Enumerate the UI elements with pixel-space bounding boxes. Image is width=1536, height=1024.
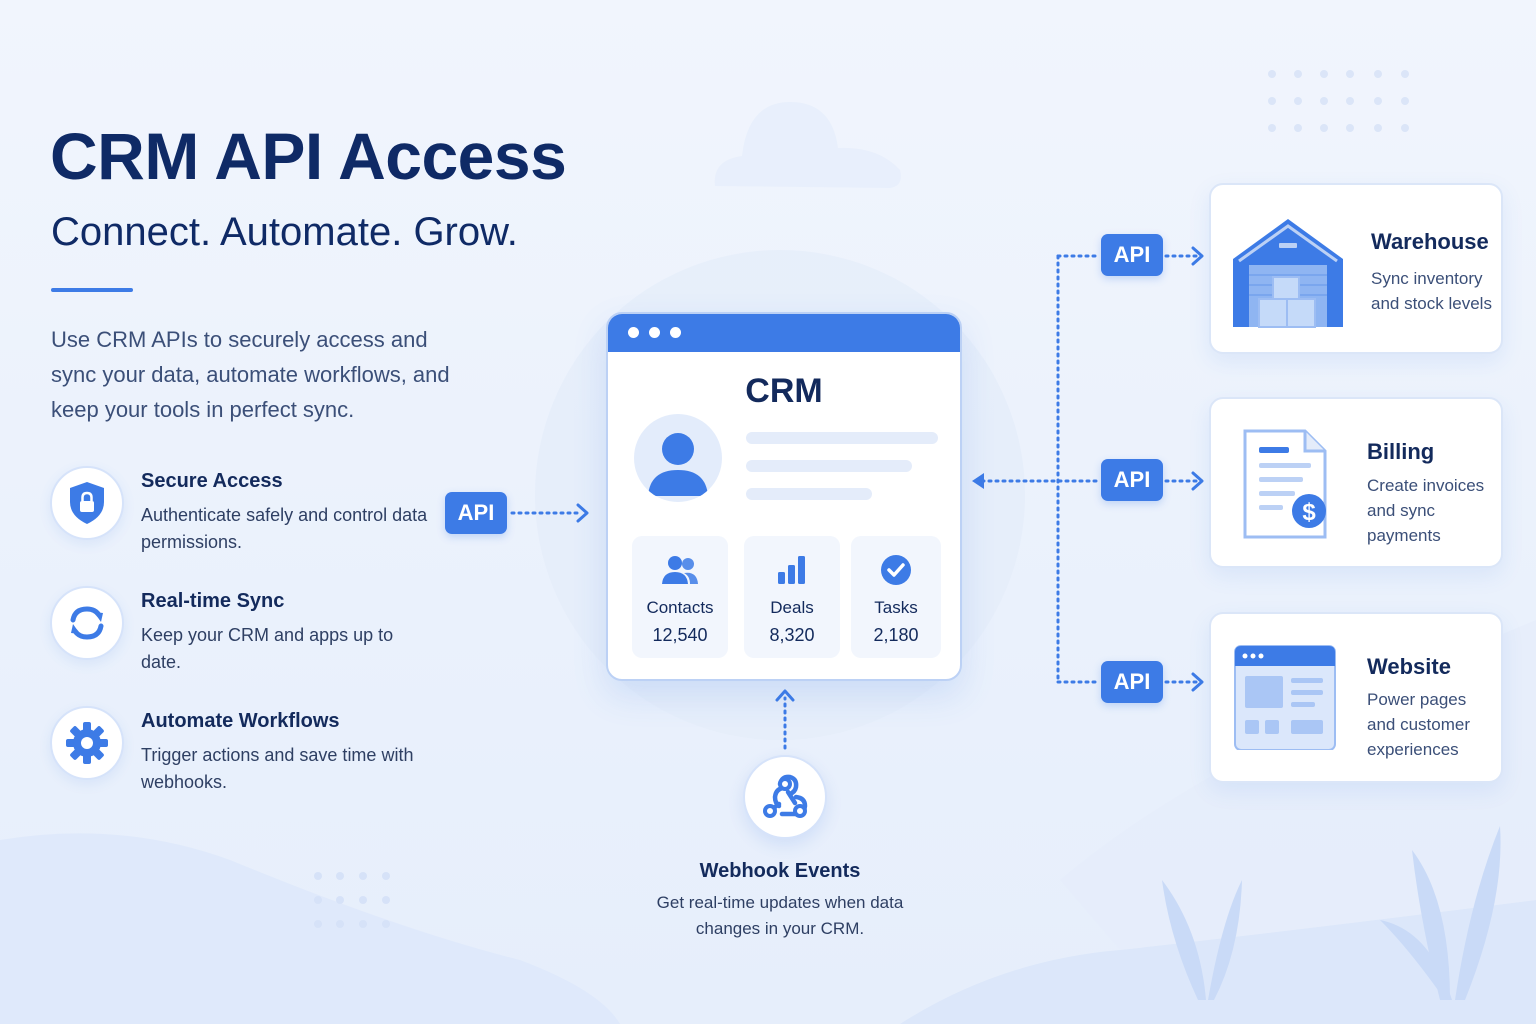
page-subtitle: Connect. Automate. Grow. — [51, 210, 518, 254]
webhook-title: Webhook Events — [699, 860, 861, 882]
api-badge-inbound: API — [445, 492, 507, 534]
hill-left — [0, 833, 620, 1024]
stat-label: Contacts — [646, 598, 714, 617]
plant-right-decoration — [1162, 826, 1501, 1000]
integration-description: Power pages and customer experiences — [1367, 690, 1470, 759]
integration-description: Create invoices and sync payments — [1367, 476, 1485, 545]
page-title: CRM API Access — [50, 119, 567, 193]
intro-paragraph: Use CRM APIs to securely access and sync… — [51, 327, 450, 422]
feature-real-time-sync: Real-time Sync Keep your CRM and apps up… — [50, 586, 450, 676]
shield-lock-icon — [50, 466, 124, 540]
browser-window-icon — [1234, 645, 1336, 750]
feature-title: Real-time Sync — [141, 590, 285, 612]
feature-description: Trigger actions and save time with webho… — [141, 745, 414, 792]
window-dot — [670, 327, 681, 338]
integration-card-warehouse: Warehouse Sync inventory and stock level… — [1209, 183, 1503, 354]
feature-title: Secure Access — [141, 470, 283, 492]
title-divider — [51, 288, 133, 292]
integration-description: Sync inventory and stock levels — [1371, 269, 1492, 313]
stat-label: Tasks — [874, 598, 918, 617]
avatar — [634, 414, 722, 502]
arrow-into-crm-right — [972, 473, 984, 489]
stat-card-contacts: Contacts 12,540 — [632, 536, 728, 658]
feature-secure-access: Secure Access Authenticate safely and co… — [50, 466, 450, 556]
user-icon — [648, 433, 708, 496]
sync-arrows-icon — [50, 586, 124, 660]
stat-card-tasks: Tasks 2,180 — [851, 536, 941, 658]
svg-text:$: $ — [1302, 499, 1316, 526]
gear-icon — [50, 706, 124, 780]
stat-card-deals: Deals 8,320 — [744, 536, 840, 658]
api-badge-website: API — [1101, 661, 1163, 703]
stat-value: 2,180 — [873, 625, 919, 645]
webhook-icon — [763, 774, 808, 818]
api-badge-warehouse: API — [1101, 234, 1163, 276]
arrow-webhook-up — [775, 689, 795, 702]
integration-title: Website — [1367, 654, 1451, 679]
placeholder-line — [746, 460, 912, 472]
feature-automate-workflows: Automate Workflows Trigger actions and s… — [50, 706, 450, 796]
check-circle-icon — [881, 555, 911, 585]
placeholder-line — [746, 432, 938, 444]
window-dot — [628, 327, 639, 338]
warehouse-icon — [1233, 219, 1343, 328]
integration-card-website: Website Power pages and customer experie… — [1209, 612, 1503, 783]
stat-value: 8,320 — [769, 625, 815, 645]
crm-title: CRM — [745, 372, 823, 410]
api-badge-billing: API — [1101, 459, 1163, 501]
people-icon — [662, 556, 698, 584]
invoice-icon: $ — [1243, 429, 1327, 539]
window-dot — [649, 327, 660, 338]
feature-description: Authenticate safely and control data per… — [141, 505, 428, 552]
webhook-node — [743, 755, 827, 839]
cloud-shape — [714, 102, 901, 188]
integration-title: Billing — [1367, 439, 1435, 464]
crm-window: CRM Contacts 12,540 Deals — [606, 312, 962, 681]
integration-title: Warehouse — [1371, 229, 1489, 254]
arrow-into-crm-left — [576, 503, 589, 523]
crm-titlebar — [608, 314, 960, 352]
integration-card-billing: $ Billing Create invoices and sync payme… — [1209, 397, 1503, 568]
feature-description: Keep your CRM and apps up to date. — [141, 625, 394, 672]
bar-chart-icon — [778, 556, 805, 584]
feature-title: Automate Workflows — [141, 710, 340, 732]
stat-value: 12,540 — [652, 625, 708, 645]
webhook-description: Get real-time updates when data changes … — [656, 893, 904, 938]
dot-grid-bottom-left — [314, 872, 390, 928]
stat-label: Deals — [770, 598, 814, 617]
dot-grid-top-right — [1268, 70, 1409, 132]
placeholder-line — [746, 488, 872, 500]
